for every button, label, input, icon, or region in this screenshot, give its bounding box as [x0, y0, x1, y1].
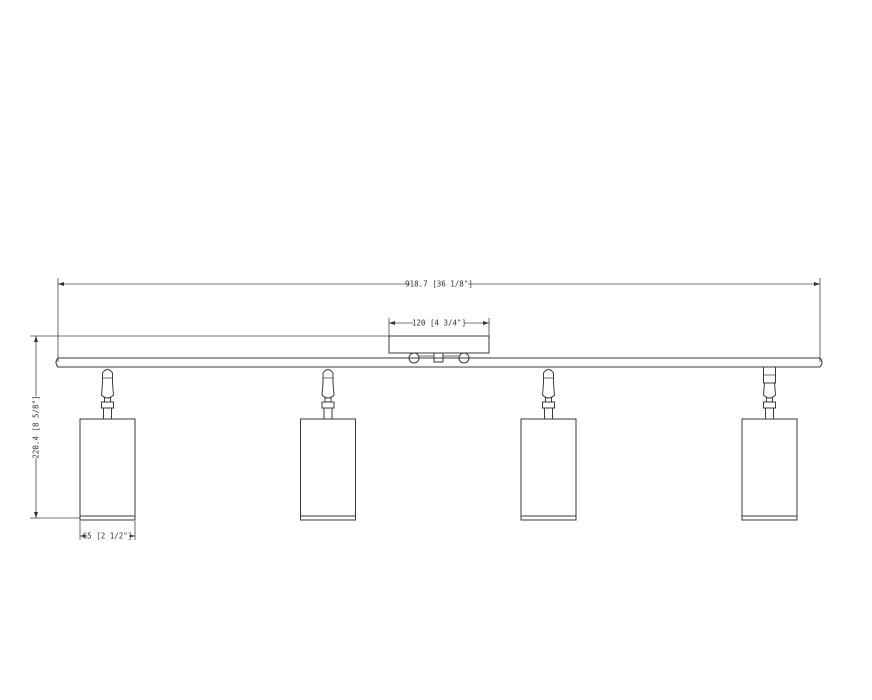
swivel-arm — [762, 382, 777, 399]
swivel-knuckle — [322, 369, 334, 383]
head-neck — [765, 407, 774, 420]
swivel-arm — [321, 382, 335, 399]
lamp-head — [79, 369, 136, 521]
lamp-head — [300, 369, 356, 521]
head-width-dimension: 65 [2 1/2"] — [79, 521, 136, 541]
lamp-heads — [79, 366, 798, 521]
cylinder-body — [520, 418, 577, 521]
cylinder-body — [79, 418, 136, 521]
head-neck — [103, 407, 112, 420]
swivel-knuckle — [102, 369, 113, 383]
yoke-joint — [321, 401, 335, 409]
overall-width-dimension: 918.7 [36 1/8"] — [57, 278, 821, 362]
swivel-arm — [100, 382, 115, 399]
swivel-knuckle — [543, 369, 554, 383]
track-bar — [55, 357, 823, 368]
canopy-connector — [433, 352, 444, 363]
yoke-joint — [763, 401, 776, 409]
head-width-label: 65 [2 1/2"] — [83, 532, 133, 541]
lamp-head — [741, 366, 798, 521]
cylinder-body — [741, 418, 798, 521]
overall-height-label: 220.4 [8 5/8"] — [32, 395, 41, 458]
yoke-joint — [101, 401, 114, 409]
head-neck — [323, 407, 333, 420]
canopy — [388, 335, 490, 364]
head-neck — [544, 407, 553, 420]
overall-height-dimension: 220.4 [8 5/8"] — [30, 335, 390, 519]
lamp-head — [520, 369, 577, 521]
canopy-width-label: 120 [4 3/4"] — [412, 319, 466, 328]
overall-width-label: 918.7 [36 1/8"] — [405, 280, 473, 289]
swivel-arm — [541, 382, 556, 399]
cylinder-body — [300, 418, 356, 521]
canopy-knob-left — [408, 352, 420, 364]
yoke-joint — [542, 401, 555, 409]
canopy-knob-right — [458, 352, 470, 364]
canopy-width-dimension: 120 [4 3/4"] — [388, 318, 490, 340]
